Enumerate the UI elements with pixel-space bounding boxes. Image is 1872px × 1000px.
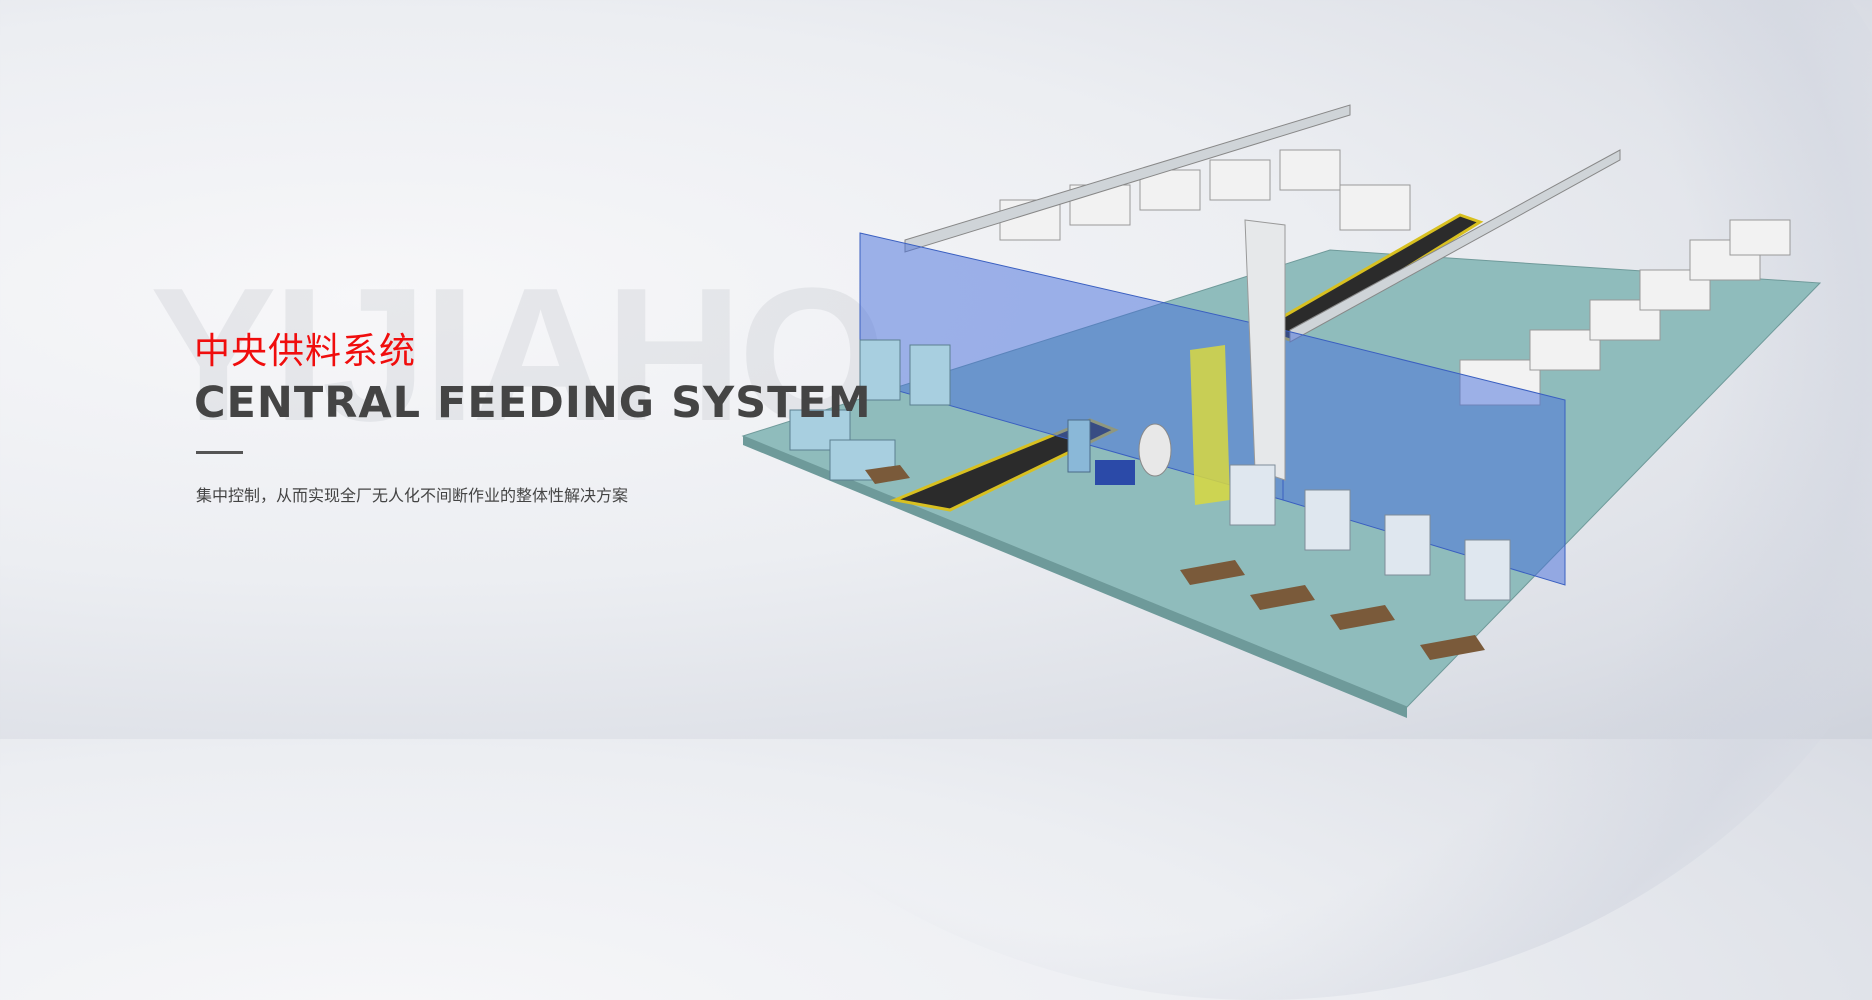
divider-line — [196, 451, 243, 454]
dryer-units — [1229, 464, 1511, 601]
pallets — [865, 465, 1485, 660]
vacuum-hopper — [1138, 423, 1172, 477]
title-english: CENTRAL FEEDING SYSTEM — [194, 378, 872, 428]
title-chinese: 中央供料系统 — [194, 331, 417, 372]
blower-unit — [1095, 460, 1135, 485]
floor-edge — [743, 436, 1407, 718]
control-cabinet — [1067, 419, 1091, 473]
yellow-material-curtain — [1190, 345, 1230, 505]
central-column — [1244, 219, 1286, 481]
mixing-stations — [789, 339, 951, 481]
factory-illustration — [741, 104, 1822, 718]
subtitle: 集中控制，从而实现全厂无人化不间断作业的整体性解决方案 — [196, 486, 629, 505]
watermark-text: YIJIAHO — [150, 249, 886, 461]
